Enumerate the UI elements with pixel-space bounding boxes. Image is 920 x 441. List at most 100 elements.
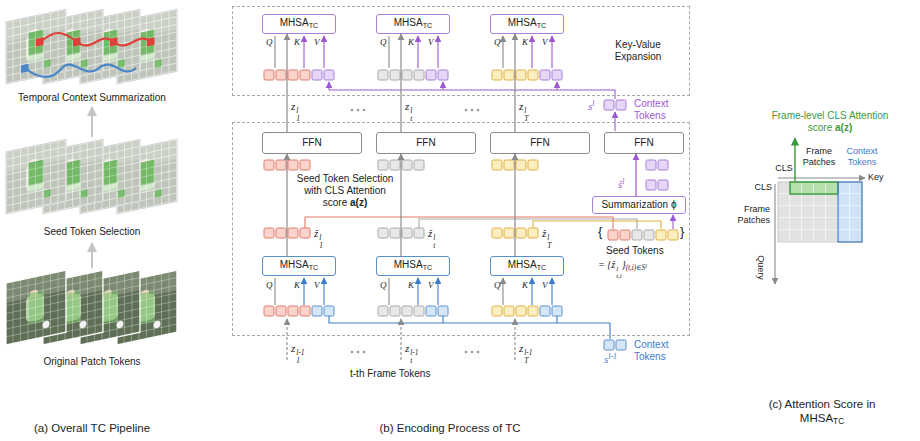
port-label: V (542, 280, 548, 291)
port-label: V (314, 280, 320, 291)
port-label: Q (380, 280, 387, 291)
text-label: Temporal Context Summarization (2, 92, 182, 104)
text-label: Original Patch Tokens (2, 356, 182, 368)
summarization-box: Summarization ϕ (592, 196, 686, 214)
port-label: K (522, 37, 528, 48)
script-stack: Tl (524, 107, 528, 123)
connector (514, 154, 515, 256)
text-part: l (592, 99, 594, 108)
node-text: Summarization ϕ (601, 199, 676, 211)
math-label: = {ẑt,il}(t,i)∈Sl (598, 259, 647, 279)
text-part: = {ẑ (598, 259, 615, 270)
attention-box: MHSATC (490, 256, 564, 276)
math-label: ẑ1l (314, 227, 323, 250)
text-part: l (622, 177, 624, 186)
port-label: K (294, 37, 300, 48)
superscript-part: l (319, 234, 323, 242)
subscript-part: T (524, 115, 528, 123)
text-part: TC (309, 263, 319, 272)
text-part: (t,i)∈S (626, 264, 646, 272)
script-stack: t,il (616, 265, 621, 279)
node-text: MHSATC (394, 17, 433, 30)
text-label: Context Tokens (840, 146, 884, 168)
math-label: zTl (519, 100, 528, 123)
math-label: ztl-1 (405, 342, 419, 365)
node-text: MHSATC (508, 259, 547, 272)
port-label: K (408, 37, 414, 48)
attention-box: MHSATC (262, 256, 336, 276)
superscript-part: l (616, 265, 621, 272)
math-label: sl (588, 99, 594, 113)
port-label: Q (494, 280, 501, 291)
attention-box: MHSATC (490, 14, 564, 34)
math-label: ŝl (618, 177, 624, 191)
subscript-part: t,i (616, 272, 621, 279)
node-text: FFN (634, 137, 653, 149)
superscript-part: l (433, 234, 435, 242)
text-part: a(z) (835, 122, 852, 133)
connector (400, 154, 401, 256)
attention-box: MHSATC (376, 256, 450, 276)
port-label: K (294, 280, 300, 291)
node-text: FFN (302, 137, 321, 149)
script-stack: Tl (547, 234, 551, 250)
group-box: Key-Value ExpansionMHSATCMHSATCMHSATC (232, 6, 690, 96)
superscript-part: l (296, 107, 300, 115)
port-label: Q (380, 37, 387, 48)
script-stack: Tl-1 (524, 349, 532, 365)
math-label: sl-1 (604, 352, 617, 366)
text-label: Seed Token Selection (2, 226, 182, 238)
text-part: TC (537, 263, 547, 272)
subscript-part: T (547, 242, 551, 250)
panel-caption: (c) Attention Score in MHSATC (754, 398, 890, 427)
math-label: ztl (405, 100, 412, 123)
superscript-part: l (410, 107, 412, 115)
text-part: Seed Token Selection with CLS Attention … (297, 173, 394, 208)
text-label: Context Tokens (634, 98, 690, 122)
text-part: MHSA (394, 259, 423, 270)
node-text: MHSATC (508, 17, 547, 30)
text-part: (c) Attention Score in MHSA (769, 398, 876, 424)
text-part: z (405, 342, 409, 354)
port-label: V (542, 37, 548, 48)
text-label: Context Tokens (634, 339, 690, 363)
port-label: K (522, 280, 528, 291)
connector (286, 154, 287, 256)
script-stack: 1l-1 (296, 349, 304, 365)
text-label: Query (755, 255, 766, 280)
superscript-part: l-1 (296, 349, 304, 357)
text-part: ẑ (314, 227, 318, 239)
node-text: MHSATC (280, 259, 319, 272)
text-label: Frame-level CLS Attention score a(z) (770, 110, 890, 134)
subscript-part: T (524, 357, 532, 365)
port-label: V (428, 37, 434, 48)
text-part: MHSA (508, 259, 537, 270)
text-part: z (291, 100, 295, 112)
subscript-part: t (410, 357, 418, 365)
subscript-part: 1 (296, 115, 300, 123)
text-part: TC (423, 21, 433, 30)
text-part: ẑ (428, 227, 432, 239)
text-part: ẑ (542, 227, 546, 239)
subscript-part: 1 (296, 357, 304, 365)
node-text: MHSATC (394, 259, 433, 272)
panel-caption: (b) Encoding Process of TC (300, 422, 600, 436)
superscript-part: l (524, 107, 528, 115)
text-part: TC (833, 417, 844, 426)
connector (286, 34, 287, 132)
port-label: V (428, 280, 434, 291)
ffn-box: FFN (604, 132, 684, 154)
text-part: Frame-level CLS Attention score (772, 110, 889, 133)
text-label: Frame Patches (798, 146, 840, 168)
subscript-part: t (410, 115, 412, 123)
text-part: TC (423, 263, 433, 272)
subscript-part: t (433, 242, 435, 250)
script-stack: tl-1 (410, 349, 418, 365)
text-part: a(z) (350, 197, 367, 208)
text-part: z (405, 100, 409, 112)
port-label: K (408, 280, 414, 291)
math-label: ẑtl (428, 227, 435, 250)
